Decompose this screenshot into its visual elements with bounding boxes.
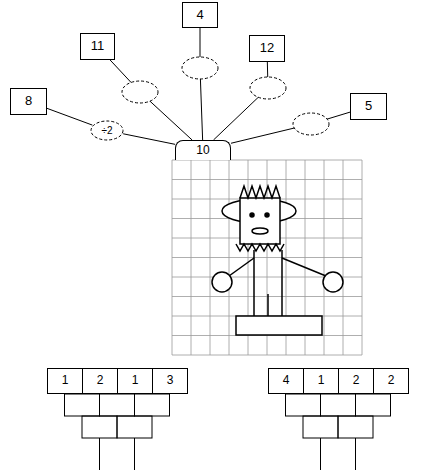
empty-ovals [122,57,329,135]
center-number-box: 10 [175,140,231,160]
pyramid-cell [134,438,135,470]
figure-arm [229,258,254,276]
number-label: 4 [283,374,290,387]
pyramid-top-cell: 2 [82,368,118,394]
pyramid-top-cell: 4 [268,368,304,394]
pyramid-cell [321,394,356,416]
grid-line [172,355,362,356]
number-label: 12 [260,41,274,55]
figure-hand [323,272,343,292]
figure-legs [267,294,269,316]
figure-body [281,250,283,316]
figure-beard [236,244,284,251]
pyramid-cell [320,438,321,470]
number-label: 3 [167,374,174,387]
number-label: 8 [25,94,32,108]
number-label: 2 [388,374,395,387]
grid-line [324,160,325,355]
connector-line [231,112,350,143]
pyramid-top-cell: 2 [373,368,409,394]
empty-oval [182,57,218,79]
pyramid-cell [117,416,152,438]
number-label: 11 [91,39,105,53]
number-label: 10 [196,144,209,157]
grid-line [172,257,362,258]
grid-line [172,296,362,297]
number-box: 11 [80,33,115,60]
pyramid-cell [135,394,170,416]
pyramid-cell [100,394,135,416]
pyramid-cell [355,438,356,470]
figure-arm [282,258,326,276]
connector-line [47,108,92,125]
pyramid-top-cell: 3 [152,368,188,394]
grid-line [362,160,363,355]
connector-line [123,134,175,145]
number-label: 1 [132,374,139,387]
number-box: 5 [350,93,387,120]
connector-line [213,62,268,140]
number-label: 2 [353,374,360,387]
figure-hand [212,272,232,292]
pyramid-cell [303,416,338,438]
pyramid-cell [286,394,321,416]
figure-eye [265,213,269,217]
empty-oval [293,113,329,135]
figure-feet [236,316,322,335]
pyramid-top-cell: 1 [47,368,83,394]
pyramid-top-cell: 1 [303,368,339,394]
connector-line [200,28,203,140]
number-box: 12 [249,35,285,62]
pyramid-cell [82,416,117,438]
pyramid-top-cell: 2 [338,368,374,394]
figure-body [253,250,255,316]
grid-line [343,160,344,355]
number-label: 4 [196,8,203,22]
number-label: 1 [62,374,69,387]
pyramid-cell [65,394,100,416]
number-label: 5 [365,99,372,113]
grid-figure [212,186,343,335]
number-box: 8 [10,88,47,115]
pyramid-cell [356,394,391,416]
figure-head [240,198,280,244]
pyramid-cell [338,416,373,438]
figure-hair [240,186,280,198]
square-grid [172,160,362,355]
number-label: ÷2 [101,125,112,136]
empty-oval [122,81,158,103]
figure-eye [250,213,254,217]
operation-oval: ÷2 [90,120,124,141]
number-label: 1 [318,374,325,387]
figure-mouth [252,228,268,234]
pyramid-cell [99,438,100,470]
number-box: 4 [182,2,218,28]
empty-oval [250,77,286,99]
number-label: 2 [97,374,104,387]
pyramid-top-cell: 1 [117,368,153,394]
number-pyramid-cells [65,394,391,470]
